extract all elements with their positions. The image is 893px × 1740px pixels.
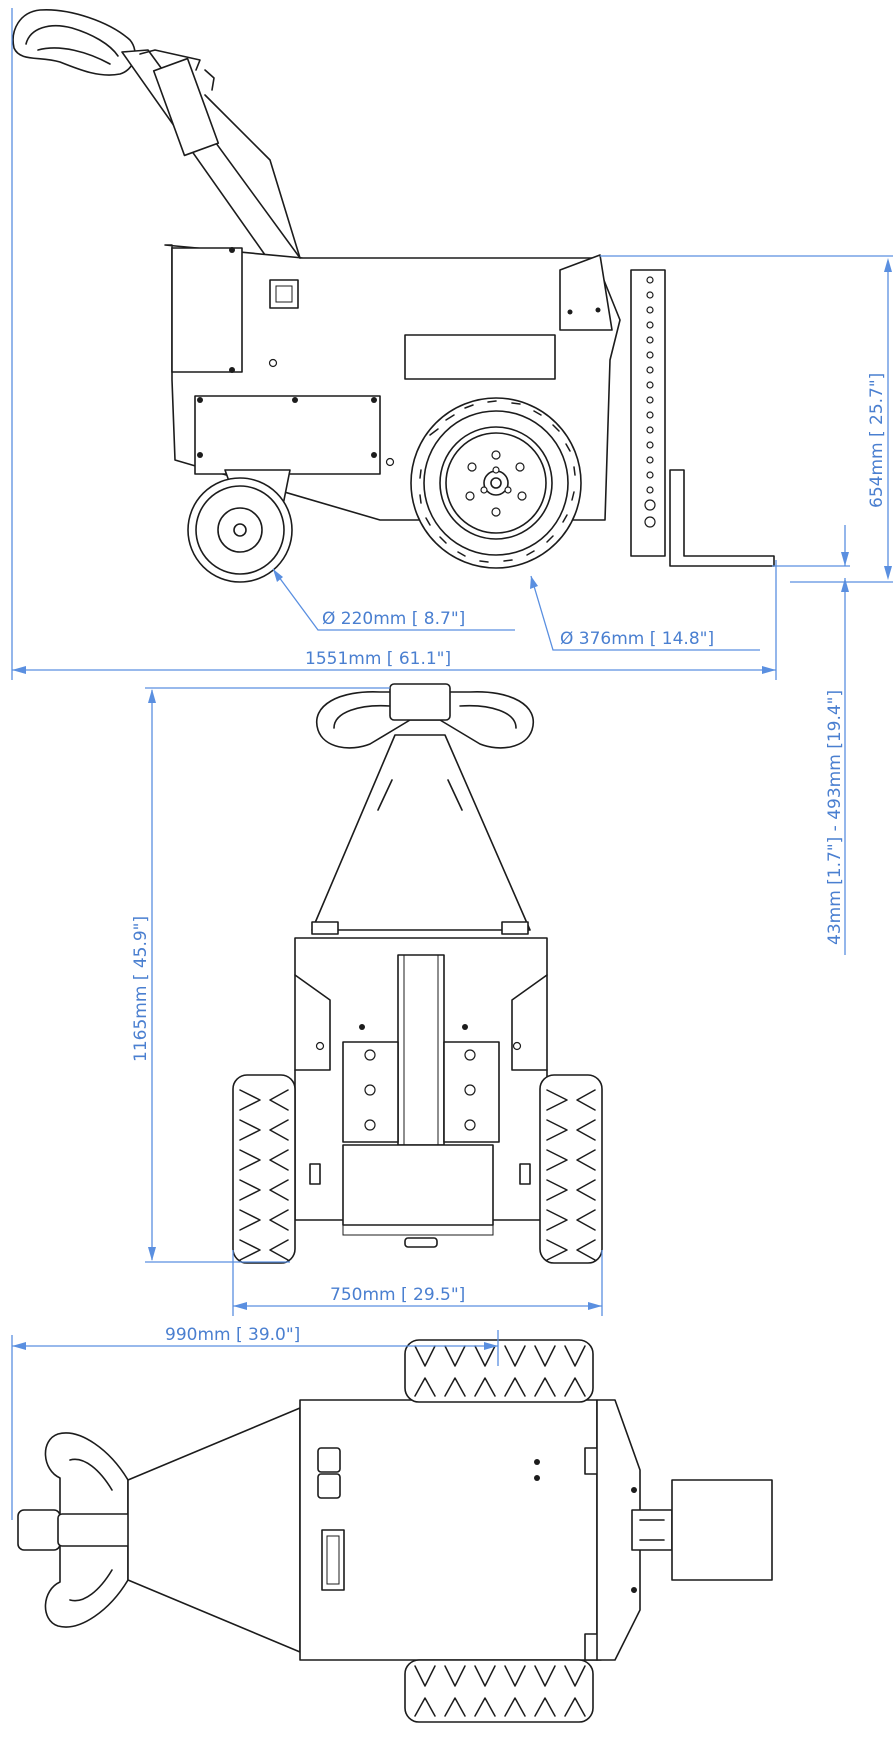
handle-height-label: 1165mm [ 45.9"]: [131, 916, 151, 1062]
drive-wheel-side: [410, 397, 582, 569]
coupling-holes: [644, 276, 656, 528]
coupling-range-label: 43mm [1.7"] - 493mm [19.4"]: [825, 690, 845, 945]
plan-view: [17, 1339, 773, 1723]
overall-width-label: 990mm [ 39.0"]: [165, 1325, 300, 1345]
top-wheel-plan: [404, 1339, 594, 1403]
rear-view: [232, 683, 603, 1264]
drive-wheel-diameter-label: Ø 376mm [ 14.8"]: [560, 629, 714, 649]
front-wheel-diameter-label: Ø 220mm [ 8.7"]: [322, 609, 465, 629]
side-view: [12, 9, 775, 583]
coupling-height-label: 654mm [ 25.7"]: [867, 373, 887, 508]
left-wheel-rear: [232, 1074, 296, 1264]
overall-length-label: 1551mm [ 61.1"]: [305, 649, 451, 669]
right-wheel-rear: [539, 1074, 603, 1264]
track-width-label: 750mm [ 29.5"]: [330, 1285, 465, 1305]
bottom-wheel-plan: [404, 1659, 594, 1723]
front-caster-side: [187, 469, 293, 583]
dimension-lines: [11, 8, 893, 1520]
